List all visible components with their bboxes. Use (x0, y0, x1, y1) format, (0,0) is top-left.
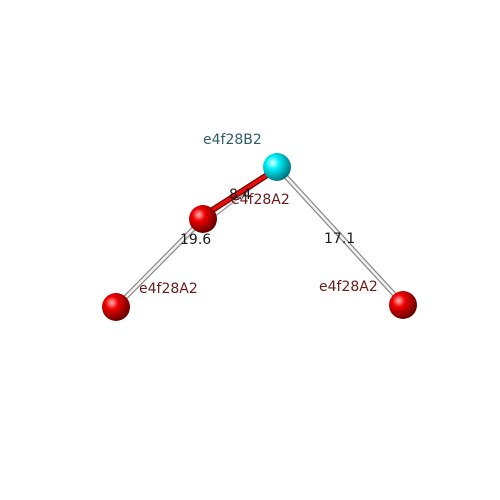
node-left-label: e4f28A2 (139, 281, 198, 297)
edge-center-right-label: 17.1 (324, 231, 355, 247)
edge-near-left-label: 19.6 (180, 232, 211, 248)
edge-center-right (274, 164, 406, 307)
node-center (263, 153, 291, 181)
node-right (389, 291, 417, 319)
node-near (189, 205, 217, 233)
node-right-label: e4f28A2 (319, 279, 378, 295)
edge-near-left (113, 215, 207, 310)
node-center-label: e4f28B2 (203, 132, 262, 148)
node-left (102, 293, 130, 321)
edge-center-near-label: 8.4 (229, 187, 251, 203)
node-near-label: e4f28A2 (231, 192, 290, 208)
edge-center-near (203, 169, 275, 217)
